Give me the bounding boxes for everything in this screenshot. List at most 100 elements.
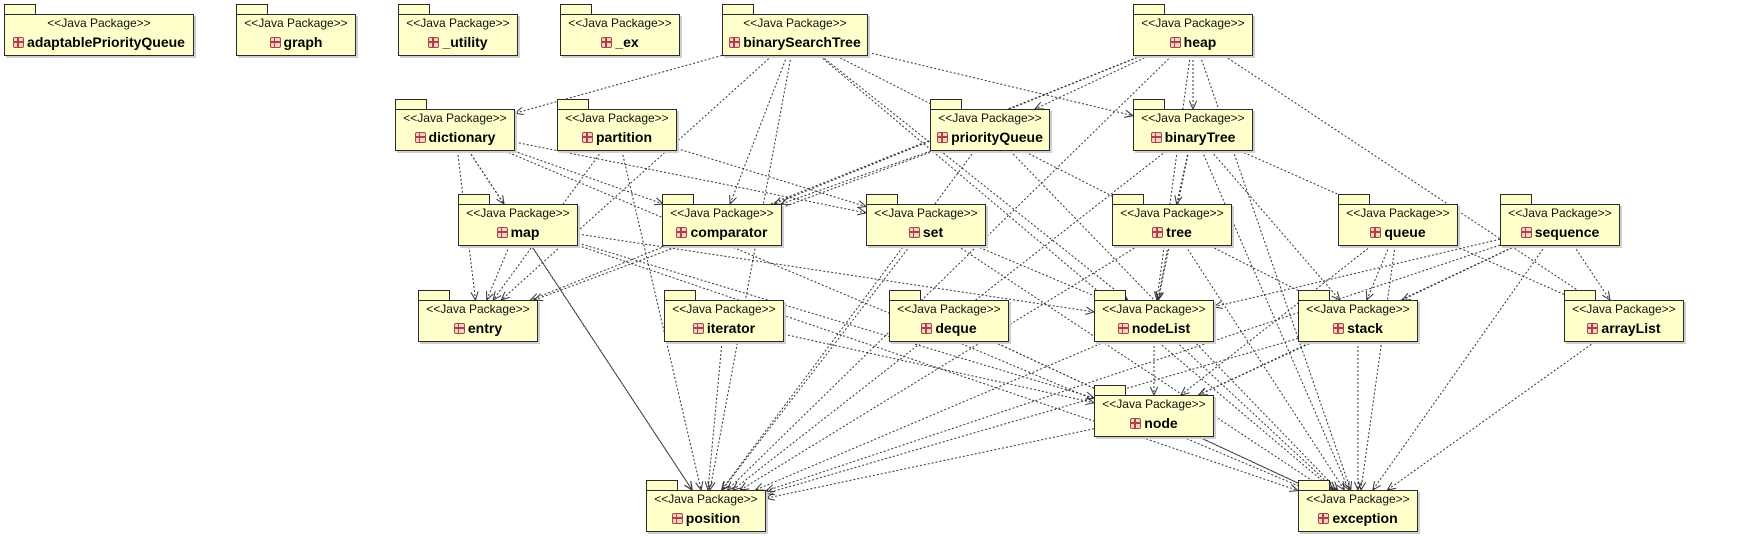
package-name: nodeList — [1131, 320, 1191, 336]
package-deque[interactable]: <<Java Package>>deque — [889, 290, 1009, 342]
package-stereotype: <<Java Package>> — [406, 16, 510, 30]
dependency-binarySearchTree-to-entry — [500, 55, 773, 301]
package-name: comparator — [690, 224, 768, 240]
package-adaptablePriorityQueue[interactable]: <<Java Package>>adaptablePriorityQueue — [4, 4, 194, 56]
package-set[interactable]: <<Java Package>>set — [866, 194, 986, 246]
package-tab — [458, 194, 490, 204]
package-body — [930, 109, 1050, 151]
package-sequence[interactable]: <<Java Package>> sequence — [1500, 194, 1620, 246]
package-name-row: queue — [1338, 224, 1458, 240]
package-name: _utility — [442, 34, 488, 50]
package-queue[interactable]: <<Java Package>>queue — [1338, 194, 1458, 246]
dependency-arrowhead — [857, 207, 868, 216]
package-tab — [1133, 99, 1165, 109]
package-name: exception — [1332, 510, 1398, 526]
package-icon — [1130, 418, 1142, 429]
package-name-row: binaryTree — [1133, 129, 1253, 145]
package-tab — [4, 4, 36, 14]
dependency-tree-to-nodeList — [1157, 245, 1169, 301]
package-graph[interactable]: <<Java Package>>graph — [236, 4, 356, 56]
dependency-binarySearchTree-to-stack — [836, 55, 1317, 301]
package-entry[interactable]: <<Java Package>> entry — [418, 290, 538, 342]
dependency-dictionary-to-entry — [457, 150, 476, 301]
package-icon — [921, 323, 933, 334]
package-dictionary[interactable]: <<Java Package>>dictionary — [395, 99, 515, 151]
package-tab — [1094, 290, 1126, 300]
dependency-heap-to-arrayList — [1224, 55, 1593, 301]
package-stereotype: <<Java Package>> — [670, 206, 774, 220]
package-stereotype: <<Java Package>> — [466, 206, 570, 220]
package-tab — [1112, 194, 1144, 204]
dependency-node-to-position — [765, 428, 1095, 499]
package-tab — [646, 480, 678, 490]
package-body — [662, 204, 782, 246]
package-arrayList[interactable]: <<Java Package>>arrayList — [1564, 290, 1684, 342]
dependency-binarySearchTree-to-comparator — [729, 55, 788, 205]
package-name-row: nodeList — [1094, 320, 1214, 336]
dependency-sequence-to-stack — [1401, 245, 1517, 301]
package-tab — [1338, 194, 1370, 204]
package-stereotype: <<Java Package>> — [654, 492, 758, 506]
package-stereotype: <<Java Package>> — [1508, 206, 1612, 220]
package-priorityQueue[interactable]: <<Java Package>>priorityQueue — [930, 99, 1050, 151]
dependency-binarySearchTree-to-exception — [819, 55, 1334, 491]
package-comparator[interactable]: <<Java Package>> comparator — [662, 194, 782, 246]
package-stereotype: <<Java Package>> — [1120, 206, 1224, 220]
package-body — [1094, 300, 1214, 342]
dependency-node-to-exception — [1198, 436, 1314, 491]
package-stereotype: <<Java Package>> — [1572, 302, 1676, 316]
dependency-arrowhead — [764, 484, 776, 493]
package-name: sequence — [1534, 224, 1600, 240]
package-icon — [582, 132, 593, 143]
package-node[interactable]: <<Java Package>>node — [1094, 385, 1214, 437]
dependency-binarySearchTree-to-binaryTree — [867, 51, 1134, 117]
package-tab — [664, 290, 696, 300]
dependency-priorityQueue-to-comparator — [781, 150, 931, 205]
package-binaryTree[interactable]: <<Java Package>> binaryTree — [1133, 99, 1253, 151]
package-tab — [398, 4, 430, 14]
package-tree[interactable]: <<Java Package>> tree — [1112, 194, 1232, 246]
dependency-iterator-to-node — [783, 333, 1095, 404]
package-name: entry — [467, 320, 503, 336]
package-stereotype: <<Java Package>> — [47, 16, 151, 30]
dependency-sequence-to-nodeList — [1213, 238, 1501, 308]
package-icon — [496, 227, 508, 238]
package-name: map — [510, 224, 540, 240]
package-_utility[interactable]: <<Java Package>> _utility — [398, 4, 518, 56]
package-stereotype: <<Java Package>> — [426, 302, 530, 316]
dependency-set-to-nodeList — [975, 245, 1105, 301]
package-binarySearchTree[interactable]: <<Java Package>>binarySearchTree — [722, 4, 868, 56]
package-name-row: _utility — [398, 34, 518, 50]
package-_ex[interactable]: <<Java Package>>_ex — [560, 4, 680, 56]
package-body — [236, 14, 356, 56]
package-iterator[interactable]: <<Java Package>>iterator — [664, 290, 784, 342]
package-icon — [908, 227, 920, 238]
dependency-sequence-to-exception — [1372, 245, 1546, 491]
package-heap[interactable]: <<Java Package>>heap — [1133, 4, 1253, 56]
package-name-row: comparator — [662, 224, 782, 240]
package-stereotype: <<Java Package>> — [1141, 111, 1245, 125]
package-name-row: tree — [1112, 224, 1232, 240]
package-stereotype: <<Java Package>> — [874, 206, 978, 220]
package-exception[interactable]: <<Java Package>>exception — [1298, 480, 1418, 532]
package-stereotype: <<Java Package>> — [1306, 302, 1410, 316]
dependency-queue-to-stack — [1366, 245, 1390, 301]
package-body — [398, 14, 518, 56]
package-nodeList[interactable]: <<Java Package>>nodeList — [1094, 290, 1214, 342]
package-tab — [662, 194, 694, 204]
package-partition[interactable]: <<Java Package>>partition — [557, 99, 677, 151]
package-tab — [560, 4, 592, 14]
package-position[interactable]: <<Java Package>>position — [646, 480, 766, 532]
package-tab — [866, 194, 898, 204]
package-stack[interactable]: <<Java Package>> stack — [1298, 290, 1418, 342]
package-map[interactable]: <<Java Package>> map — [458, 194, 578, 246]
package-name: dictionary — [428, 129, 496, 145]
package-stereotype: <<Java Package>> — [568, 16, 672, 30]
package-tab — [1500, 194, 1532, 204]
package-stereotype: <<Java Package>> — [1141, 16, 1245, 30]
package-body — [557, 109, 677, 151]
package-name-row: stack — [1298, 320, 1418, 336]
package-name-row: deque — [889, 320, 1009, 336]
package-name: iterator — [706, 320, 756, 336]
dependency-stack-to-node — [1198, 341, 1314, 396]
